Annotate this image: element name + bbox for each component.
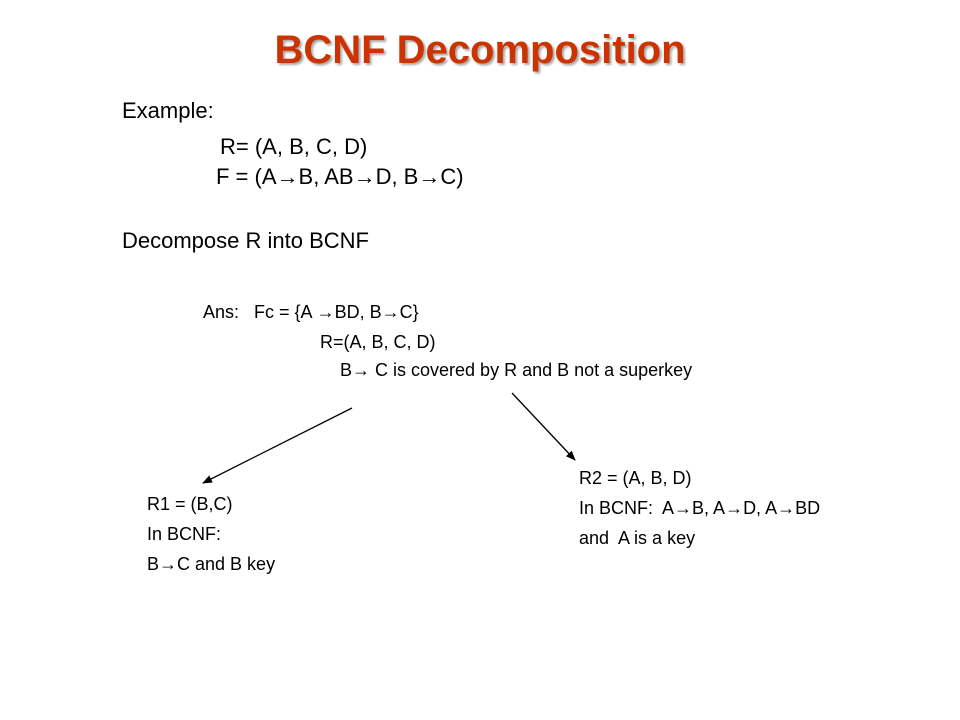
answer-line1-a: Ans: Fc = {A (203, 302, 317, 322)
r1-relation: R1 = (B,C) (147, 494, 233, 514)
r2-line2-c: D, A (743, 498, 778, 518)
arrow-icon: → (352, 360, 371, 380)
r2-line2-b: B, A (692, 498, 726, 518)
answer-canonical-cover: Ans: Fc = {A →BD, B→C} (203, 302, 419, 323)
answer-violation: B→ C is covered by R and B not a superke… (340, 360, 692, 381)
answer-line3-a: B (340, 360, 353, 380)
arrow-icon: → (777, 498, 796, 518)
r1-key-statement: B→C and B key (147, 554, 275, 575)
functional-dependencies: F = (A→B, AB→D, B→C) (216, 164, 464, 190)
r2-key-statement: and A is a key (579, 528, 696, 548)
example-label: Example: (122, 98, 214, 123)
r2-bcnf-statement: In BCNF: A→B, A→D, A→BD (579, 498, 820, 519)
answer-line1-c: C} (399, 302, 419, 322)
r2-line2-a: In BCNF: A (579, 498, 675, 518)
arrow-icon: → (381, 302, 400, 322)
arrow-icon: → (276, 164, 299, 189)
arrow-icon: → (353, 164, 376, 189)
answer-line1-b: BD, B (334, 302, 382, 322)
arrow-icon: → (674, 498, 693, 518)
arrow-icon: → (316, 302, 335, 322)
arrow-icon: → (159, 554, 178, 574)
answer-line3-b: C is covered by R and B not a superkey (370, 360, 693, 380)
fd-prefix: F = (A (216, 164, 277, 189)
arrow-to-r1 (202, 407, 353, 484)
r1-line3-a: B (147, 554, 160, 574)
slide-title: BCNF Decomposition (274, 28, 686, 72)
task-text: Decompose R into BCNF (122, 228, 369, 253)
r1-line3-b: C and B key (177, 554, 276, 574)
r2-relation: R2 = (A, B, D) (579, 468, 692, 488)
arrow-icon: → (418, 164, 441, 189)
r1-bcnf-label: In BCNF: (147, 524, 222, 544)
fd-suffix: C) (440, 164, 464, 189)
fd-part3: D, B (375, 164, 419, 189)
r2-line2-d: BD (795, 498, 821, 518)
fd-part2: B, AB (298, 164, 354, 189)
relation-r: R= (A, B, C, D) (220, 134, 368, 159)
arrow-to-r2 (511, 392, 576, 461)
arrow-icon: → (725, 498, 744, 518)
answer-relation: R=(A, B, C, D) (320, 332, 436, 352)
